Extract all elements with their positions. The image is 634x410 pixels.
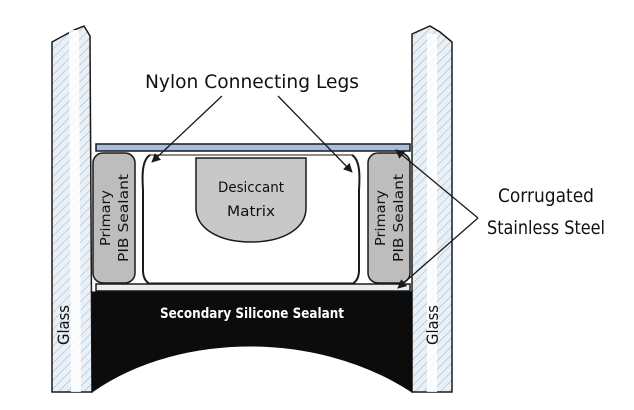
desiccant-matrix [195,157,307,243]
steel-arrow-top [395,149,479,219]
steel-arrow-bottom [397,217,479,289]
corrugated-label-line1: Corrugated [498,185,594,207]
secondary-silicone-sealant [91,291,413,393]
primary-pib-sealant-left [92,152,136,284]
corrugated-label-line2: Stainless Steel [487,217,605,239]
nylon-arrow-left [151,95,223,163]
nylon-arrow-right [277,95,353,173]
primary-label-left-line1: Primary [99,190,114,246]
nylon-leg-left [141,154,151,285]
primary-label-left-line2: PIB Sealant [117,174,132,262]
glass-label-left: Glass [54,305,73,345]
primary-label-right-line1: Primary [374,190,389,246]
primary-label-right: Primary PIB Sealant [374,174,407,262]
glass-pane-left-inner [69,29,81,393]
primary-pib-sealant-right [367,152,411,284]
steel-strip-bottom [95,283,411,292]
secondary-sealant-label: Secondary Silicone Sealant [160,306,344,322]
steel-strip-top [95,143,411,152]
desiccant-label-line1: Desiccant [218,180,284,196]
primary-label-left: Primary PIB Sealant [99,174,132,262]
desiccant-label-line2: Matrix [227,204,275,220]
glass-label-right: Glass [423,305,442,345]
nylon-leg-right [351,154,361,285]
nylon-legs-label: Nylon Connecting Legs [145,71,359,93]
primary-label-right-line2: PIB Sealant [392,174,407,262]
